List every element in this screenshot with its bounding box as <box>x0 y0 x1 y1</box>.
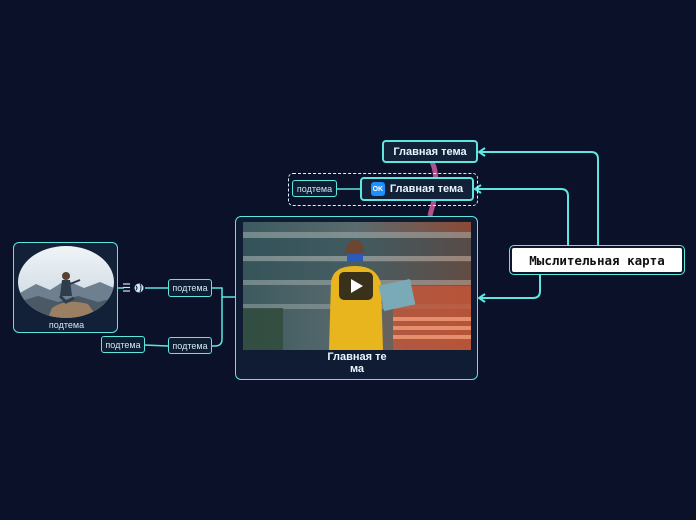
link-root-top <box>480 151 599 246</box>
subtopic-photo[interactable]: подтема <box>13 242 118 333</box>
subtopic-label: подтема <box>105 339 141 350</box>
main-topic-video[interactable]: Главная тема <box>235 216 478 380</box>
ok-badge-icon: OK <box>370 182 385 196</box>
play-icon <box>351 279 363 293</box>
video-thumbnail[interactable] <box>243 222 471 350</box>
topic-group-boundary <box>288 173 478 206</box>
node-markers[interactable] <box>122 282 146 294</box>
subtopic-label: подтема <box>172 283 208 293</box>
subtopic-photo-label: подтема <box>48 320 85 330</box>
link-root-middle <box>476 188 569 246</box>
photo-image <box>18 246 114 318</box>
root-node[interactable]: Мыслительная карта <box>510 246 684 274</box>
main-topic-middle[interactable]: OK Главная тема <box>360 177 474 201</box>
subtopic-label: подтема <box>172 340 208 351</box>
subtopic-label: подтема <box>296 183 333 194</box>
subtopic-video-upper[interactable]: подтема <box>168 279 212 297</box>
arrow-middle <box>473 184 482 194</box>
subtopic-middle-left[interactable]: подтема <box>292 180 337 197</box>
subtopic-lower-outer[interactable]: подтема <box>101 336 145 353</box>
link-video-sub-upper <box>212 287 236 298</box>
main-topic-top-label: Главная тема <box>393 145 467 158</box>
root-label: Мыслительная карта <box>529 252 665 268</box>
link-root-video <box>480 274 541 299</box>
link-sub-outer <box>143 344 169 347</box>
subtopic-video-lower[interactable]: подтема <box>168 337 212 354</box>
main-topic-video-label: Главная тема <box>327 351 387 375</box>
main-topic-middle-label: Главная тема <box>389 183 464 195</box>
main-topic-top[interactable]: Главная тема <box>382 140 478 163</box>
link-video-sub-lower <box>212 297 223 347</box>
notes-icon <box>123 283 130 292</box>
arrow-top <box>477 147 486 157</box>
connector-pink-lower <box>427 199 437 217</box>
globe-icon <box>134 283 144 293</box>
arrow-video <box>477 293 486 303</box>
